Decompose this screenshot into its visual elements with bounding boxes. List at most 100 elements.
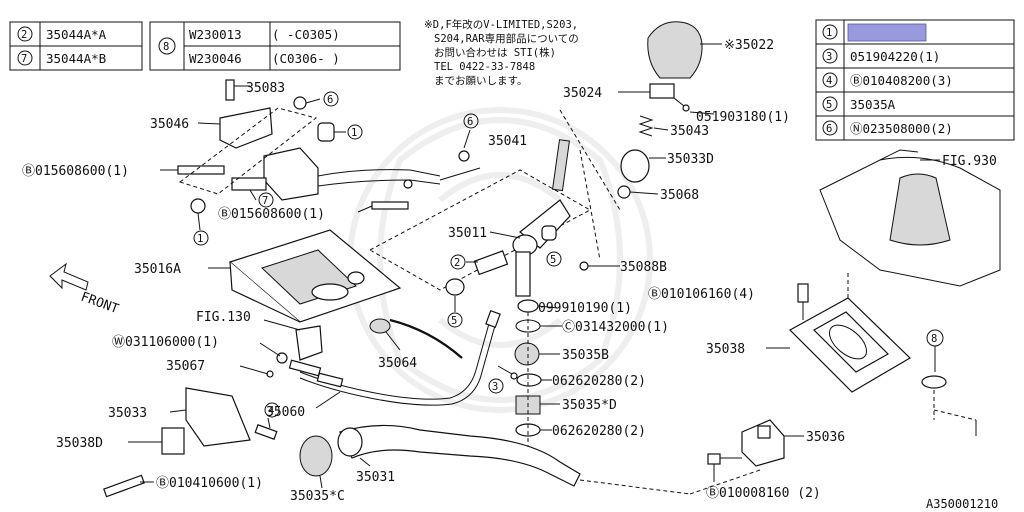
label-35041: 35041: [488, 134, 527, 149]
callout-7: 7: [262, 195, 268, 207]
bolt-015608600-icon: [177, 165, 225, 175]
label-35036: 35036: [806, 430, 845, 445]
label-35088B: 35088B: [620, 260, 667, 275]
label-051903180: 051903180(1): [696, 110, 790, 125]
bushing-1-icon: [317, 122, 335, 142]
pin-35083-icon: [225, 79, 235, 101]
table-right-num-5: 6: [826, 123, 832, 135]
upper-linkage: [160, 79, 592, 291]
highlight-cell: [847, 23, 927, 42]
label-35064: 35064: [378, 356, 417, 371]
label-062620280-b: 062620280(2): [552, 424, 646, 439]
label-35033: 35033: [108, 406, 147, 421]
table-mid-part-1: W230013: [189, 27, 242, 42]
table-left-num-2: 7: [21, 53, 27, 65]
table-right: 1 3 051904220(1) 4 Ⓑ010408200(3) 5 35035…: [815, 19, 1015, 141]
fig130-bracket-icon: [295, 325, 323, 361]
label-35033D: 35033D: [667, 152, 714, 167]
table-mid-range-2: (C0306- ): [272, 51, 340, 66]
label-35035D: 35035*D: [562, 398, 617, 413]
callout-4: 4: [268, 405, 274, 417]
note-line-5: までお願いします。: [434, 75, 527, 87]
label-b010008160: Ⓑ010008160 (2): [706, 486, 821, 501]
diagram-id: A350001210: [926, 497, 998, 511]
label-b015608600-b: Ⓑ015608600(1): [218, 207, 325, 222]
table-right-num-3: 4: [826, 75, 832, 87]
bushing-icon: [617, 185, 631, 199]
note-line-3: お問い合わせは STI(株): [434, 46, 556, 59]
table-left: 2 35044A*A 7 35044A*B: [9, 21, 143, 71]
lever-rod-icon: [551, 139, 570, 192]
shift-knob-assembly: [559, 21, 722, 261]
label-c031432000: Ⓒ031432000(1): [562, 320, 669, 335]
shift-lever-housing-icon: [263, 147, 319, 201]
callout-5b: 5: [451, 315, 457, 327]
callout-1a: 1: [351, 127, 357, 139]
callout-3: 3: [492, 381, 498, 393]
label-b010410600: Ⓑ010410600(1): [156, 476, 263, 491]
label-35016A: 35016A: [134, 262, 181, 277]
lower-bracket: [103, 387, 278, 498]
table-mid: 8 W230013 ( -C0305) W230046 (C0306- ): [149, 21, 401, 71]
bolt-010410600-icon: [103, 474, 145, 498]
table-left-part-2: 35044A*B: [46, 51, 106, 66]
label-35043: 35043: [670, 124, 709, 139]
table-right-part-3: Ⓑ010408200(3): [850, 73, 953, 88]
shift-boot-icon: [889, 173, 951, 246]
label-35038: 35038: [706, 342, 745, 357]
cover-plate-35038: [766, 270, 911, 393]
label-35035B: 35035B: [562, 348, 609, 363]
clip-35064: [369, 318, 463, 359]
label-w031106000: Ⓦ031106000(1): [112, 335, 219, 350]
washer-5-icon: [445, 278, 465, 296]
label-fig130: FIG.130: [196, 310, 251, 325]
label-35068: 35068: [660, 188, 699, 203]
washer-099910190-icon: [517, 299, 539, 313]
table-right-num-2: 3: [826, 51, 832, 63]
label-062620280-a: 062620280(2): [552, 374, 646, 389]
callout-8: 8: [931, 333, 937, 345]
shift-lever: [445, 139, 620, 312]
callout-5a: 5: [550, 254, 556, 266]
bolt-010008160-icon: [707, 453, 721, 465]
bushing-2-icon: [473, 250, 509, 276]
bracket-35046-icon: [219, 107, 273, 149]
front-arrow-icon: [49, 262, 89, 291]
note-line-4: TEL 0422-33-7848: [434, 61, 535, 73]
note-line-2: S204,RAR専用部品についての: [434, 32, 579, 45]
sti-note: ※D,F年改のV-LIMITED,S203, S204,RAR専用部品についての…: [424, 18, 579, 87]
knob-collar-icon: [649, 83, 675, 99]
shift-knob-icon: [647, 21, 703, 79]
bracket-35038D-icon: [161, 427, 185, 455]
table-left-num-1: 2: [21, 29, 27, 41]
note-line-1: ※D,F年改のV-LIMITED,S203,: [424, 18, 578, 31]
callout-1b: 1: [197, 233, 203, 245]
label-fig930: FIG.930: [942, 154, 997, 169]
plug-8: [921, 346, 977, 436]
table-mid-part-2: W230046: [189, 51, 242, 66]
label-b015608600-a: Ⓑ015608600(1): [22, 164, 129, 179]
table-right-part-5: Ⓝ023508000(2): [850, 121, 953, 136]
table-right-num-1: 1: [826, 27, 832, 39]
clip-icon: [369, 318, 391, 334]
label-front: FRONT: [79, 290, 121, 318]
label-35011: 35011: [448, 226, 487, 241]
bolt-010106160-icon: [797, 283, 809, 303]
table-mid-range-1: ( -C0305): [272, 27, 340, 42]
shift-cable: [299, 309, 501, 409]
table-right-part-4: 35035A: [850, 97, 896, 112]
boot-icon: [620, 149, 650, 183]
base-plate: [208, 229, 402, 323]
bracket-35033-icon: [185, 387, 251, 447]
table-right-part-2: 051904220(1): [850, 49, 940, 64]
label-35046: 35046: [150, 117, 189, 132]
console-cover: [819, 149, 1001, 287]
plug-icon: [921, 375, 947, 389]
label-b010106160: Ⓑ010106160(4): [648, 287, 755, 302]
washer-icon: [190, 198, 206, 214]
washer-062620280-a-icon: [516, 373, 542, 387]
ball-35035B-icon: [514, 342, 540, 366]
label-35024: 35024: [563, 86, 602, 101]
label-35038D: 35038D: [56, 436, 103, 451]
